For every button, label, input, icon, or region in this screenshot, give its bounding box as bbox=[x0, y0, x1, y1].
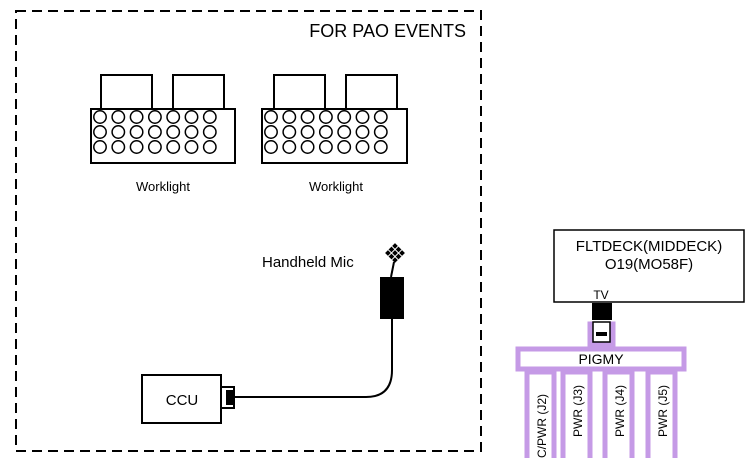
worklight-lamp bbox=[355, 110, 370, 124]
worklight-lamp bbox=[166, 125, 181, 139]
pao-events-region bbox=[15, 10, 482, 452]
worklight-lamp bbox=[202, 140, 217, 154]
mic-cable bbox=[234, 319, 393, 398]
fltdeck-label-line1: FLTDECK(MIDDECK) bbox=[576, 238, 722, 255]
worklight-lamp bbox=[111, 140, 126, 154]
worklight-lamp bbox=[184, 125, 199, 139]
pigmy-box bbox=[515, 346, 687, 372]
worklight-2-lamp-grid bbox=[264, 110, 388, 154]
port-j5-label: PWR (J5) bbox=[656, 385, 670, 437]
port-j2: C/PWR (J2) bbox=[524, 369, 557, 458]
worklight-lamp bbox=[166, 110, 181, 124]
worklight-lamp bbox=[282, 140, 297, 154]
worklight-lamp bbox=[355, 125, 370, 139]
worklight-lamp bbox=[318, 125, 333, 139]
port-j3-label: PWR (J3) bbox=[571, 385, 585, 437]
worklight-lamp bbox=[93, 125, 107, 139]
worklight-lamp bbox=[93, 140, 107, 154]
worklight-lamp bbox=[129, 140, 144, 154]
worklight-lamp bbox=[373, 110, 388, 124]
worklight-2-label: Worklight bbox=[309, 179, 363, 194]
port-j5: PWR (J5) bbox=[645, 369, 678, 458]
worklight-lamp bbox=[337, 140, 352, 154]
worklight-lamp bbox=[184, 140, 199, 154]
worklight-1-top-left-block bbox=[100, 74, 153, 110]
worklight-lamp bbox=[337, 110, 352, 124]
fltdeck-box bbox=[553, 229, 745, 303]
port-j4: PWR (J4) bbox=[602, 369, 635, 458]
pigmy-ports: C/PWR (J2) PWR (J3) PWR (J4) PWR (J5) bbox=[524, 369, 678, 458]
worklight-lamp bbox=[147, 140, 162, 154]
region-label: FOR PAO EVENTS bbox=[309, 21, 466, 41]
worklight-lamp bbox=[264, 110, 278, 124]
port-j3: PWR (J3) bbox=[560, 369, 593, 458]
tv-connector-plug bbox=[592, 303, 612, 320]
worklight-lamp bbox=[111, 125, 126, 139]
worklight-lamp bbox=[129, 125, 144, 139]
worklight-lamp bbox=[300, 110, 315, 124]
mic-head-icon bbox=[385, 243, 405, 263]
worklight-lamp bbox=[300, 125, 315, 139]
worklight-lamp bbox=[282, 125, 297, 139]
worklight-1-lamp-grid bbox=[93, 110, 217, 154]
worklight-lamp bbox=[337, 125, 352, 139]
handheld-mic-label: Handheld Mic bbox=[262, 254, 354, 271]
port-j2-label: C/PWR (J2) bbox=[535, 394, 549, 458]
fltdeck-label-line2: O19(MO58F) bbox=[605, 256, 693, 273]
tv-connector-pin bbox=[596, 332, 607, 336]
worklight-1-label: Worklight bbox=[136, 179, 190, 194]
worklight-lamp bbox=[129, 110, 144, 124]
worklight-2-top-left-block bbox=[273, 74, 326, 110]
worklight-lamp bbox=[147, 110, 162, 124]
worklight-lamp bbox=[147, 125, 162, 139]
worklight-lamp bbox=[202, 125, 217, 139]
worklight-lamp bbox=[373, 140, 388, 154]
ccu-label: CCU bbox=[166, 392, 199, 409]
worklight-2-top-right-block bbox=[345, 74, 398, 110]
worklight-lamp bbox=[184, 110, 199, 124]
worklight-2: Worklight bbox=[261, 74, 408, 194]
mic-stem bbox=[390, 261, 395, 278]
worklight-lamp bbox=[318, 140, 333, 154]
worklight-lamp bbox=[355, 140, 370, 154]
mic-handle bbox=[380, 277, 404, 319]
worklight-1: Worklight bbox=[90, 74, 236, 194]
worklight-lamp bbox=[202, 110, 217, 124]
worklight-lamp bbox=[93, 110, 107, 124]
tv-label: TV bbox=[593, 288, 608, 302]
pigmy-label: PIGMY bbox=[578, 351, 624, 367]
port-j4-label: PWR (J4) bbox=[613, 385, 627, 437]
worklight-lamp bbox=[373, 125, 388, 139]
worklight-lamp bbox=[166, 140, 181, 154]
worklight-lamp bbox=[300, 140, 315, 154]
worklight-lamp bbox=[318, 110, 333, 124]
ccu-box bbox=[141, 374, 222, 424]
worklight-lamp bbox=[264, 125, 278, 139]
worklight-lamp bbox=[111, 110, 126, 124]
worklight-lamp bbox=[264, 140, 278, 154]
worklight-lamp bbox=[282, 110, 297, 124]
ccu-connector-inner bbox=[226, 390, 233, 405]
worklight-1-top-right-block bbox=[172, 74, 225, 110]
